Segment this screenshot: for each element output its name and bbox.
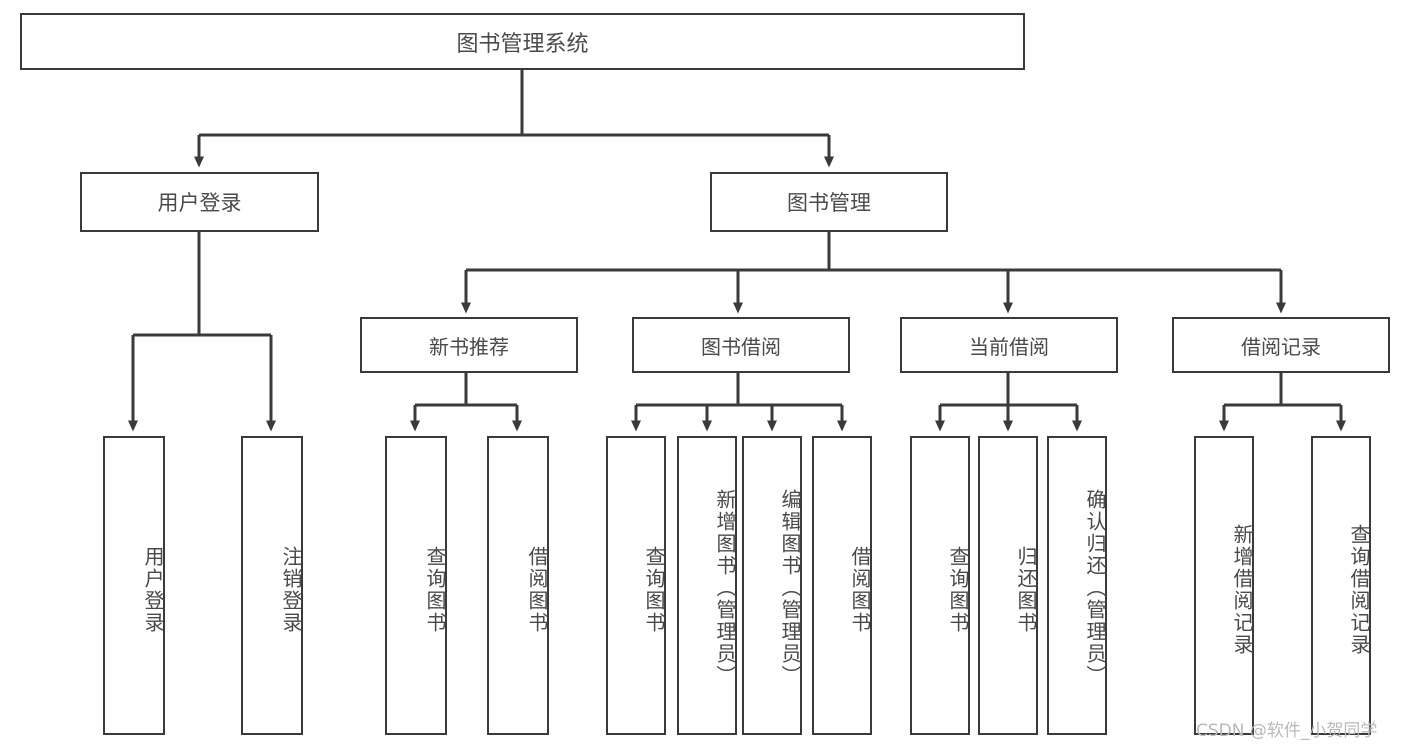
node-label: 查询图书 — [946, 545, 970, 634]
node-root-system[interactable]: 图书管理系统 — [20, 13, 1025, 70]
node-book-borrow[interactable]: 图书借阅 — [632, 317, 850, 373]
node-new-book-recommend[interactable]: 新书推荐 — [360, 317, 578, 373]
node-label: 借阅记录 — [1241, 334, 1321, 359]
node-label: 新增借阅记录 — [1230, 523, 1254, 656]
leaf-query-book-borrow[interactable]: 查询图书 — [606, 436, 666, 735]
leaf-add-borrow-record[interactable]: 新增借阅记录 — [1194, 436, 1254, 735]
node-label: 图书管理系统 — [456, 31, 589, 57]
leaf-query-book-current[interactable]: 查询图书 — [910, 436, 970, 735]
csdn-watermark: CSDN @软件_小贺同学 — [1196, 721, 1378, 741]
leaf-query-borrow-record[interactable]: 查询借阅记录 — [1311, 436, 1371, 735]
node-label: 用户登录 — [141, 545, 165, 634]
node-current-borrow[interactable]: 当前借阅 — [900, 317, 1118, 373]
leaf-user-login[interactable]: 用户登录 — [103, 436, 165, 735]
leaf-borrow-book-recommend[interactable]: 借阅图书 — [487, 436, 549, 735]
leaf-add-book-admin[interactable]: 新增图书（管理员） — [677, 436, 737, 735]
node-label: 归还图书 — [1014, 545, 1038, 634]
node-label: 查询图书 — [423, 545, 447, 634]
node-label: 新书推荐 — [429, 334, 509, 359]
node-user-login[interactable]: 用户登录 — [80, 172, 319, 232]
leaf-confirm-return-admin[interactable]: 确认归还（管理员） — [1047, 436, 1107, 735]
node-label: 当前借阅 — [969, 334, 1049, 359]
node-label: 借阅图书 — [525, 545, 549, 634]
node-book-management[interactable]: 图书管理 — [710, 172, 948, 232]
leaf-return-book[interactable]: 归还图书 — [978, 436, 1038, 735]
node-borrow-record[interactable]: 借阅记录 — [1172, 317, 1390, 373]
node-label: 新增图书（管理员） — [713, 488, 737, 687]
node-label: 借阅图书 — [848, 545, 872, 634]
node-label: 图书管理 — [787, 191, 871, 215]
node-label: 注销登录 — [279, 545, 303, 634]
leaf-logout[interactable]: 注销登录 — [241, 436, 303, 735]
node-label: 编辑图书（管理员） — [778, 488, 802, 687]
node-label: 查询借阅记录 — [1347, 523, 1371, 656]
leaf-borrow-book[interactable]: 借阅图书 — [812, 436, 872, 735]
leaf-query-book-recommend[interactable]: 查询图书 — [385, 436, 447, 735]
node-label: 用户登录 — [157, 191, 242, 215]
node-label: 查询图书 — [642, 545, 666, 634]
node-label: 图书借阅 — [701, 334, 781, 359]
leaf-edit-book-admin[interactable]: 编辑图书（管理员） — [742, 436, 802, 735]
node-label: 确认归还（管理员） — [1083, 488, 1107, 687]
